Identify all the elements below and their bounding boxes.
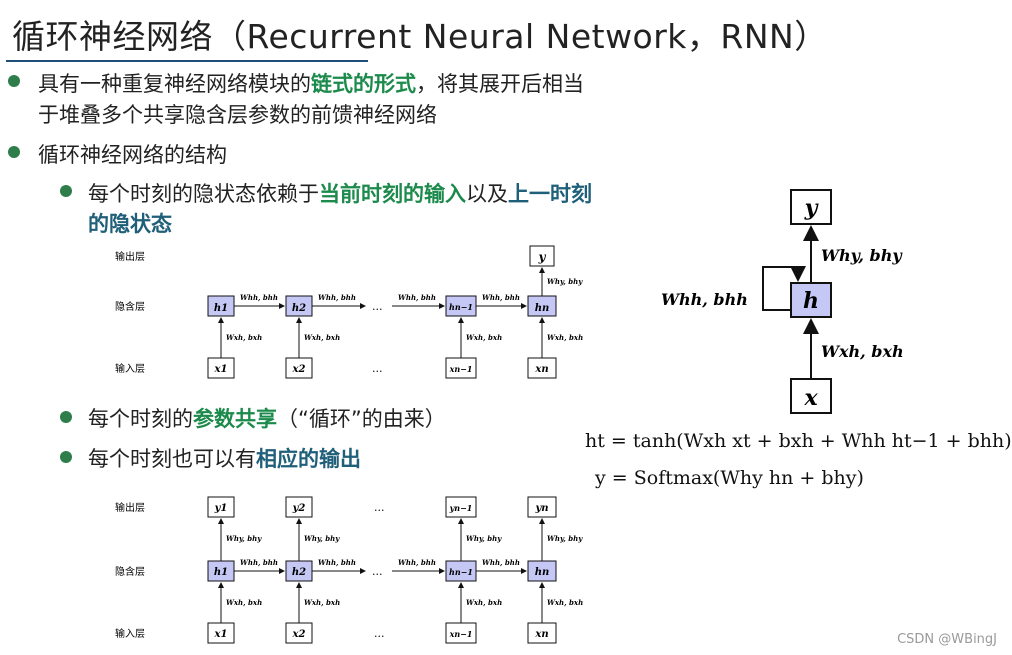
svg-text:h: h — [803, 288, 819, 314]
svg-text:Wxh, bxh: Wxh, bxh — [304, 598, 340, 607]
unrolled-rnn-diagram-single-output: 输出层 隐含层 输入层 y h1 h2 hn−1 hn x1 x2 xn−1 x… — [115, 245, 583, 379]
svg-text:h2: h2 — [292, 567, 306, 578]
svg-text:...: ... — [374, 501, 385, 514]
svg-text:x: x — [803, 385, 818, 411]
page-title: 循环神经网络（Recurrent Neural Network，RNN） — [12, 17, 828, 56]
svg-text:Wxh, bxh: Wxh, bxh — [821, 342, 904, 361]
folded-rnn-diagram: y h x Why, bhy Whh, bhh Wxh, bxh — [661, 189, 904, 414]
svg-text:Whh, bhh: Whh, bhh — [240, 293, 278, 302]
output-node-y1 — [207, 496, 235, 518]
formula-output: y = Softmax(Why hn + bhy) — [595, 467, 864, 489]
svg-text:xn: xn — [534, 629, 548, 640]
svg-text:...: ... — [374, 627, 385, 640]
svg-text:Wxh, bxh: Wxh, bxh — [547, 333, 583, 342]
svg-text:Whh, bhh: Whh, bhh — [318, 293, 356, 302]
svg-text:Why, bhy: Why, bhy — [226, 534, 262, 543]
bullet-dot-5 — [60, 451, 72, 463]
svg-text:输出层: 输出层 — [115, 501, 145, 514]
formula-hidden-state: ht = tanh(Wxh xt + bxh + Whh ht−1 + bhh) — [585, 430, 1012, 452]
layer-label-input: 输入层 — [115, 362, 145, 375]
output-node-y2 — [285, 496, 313, 518]
svg-text:Why, bhy: Why, bhy — [547, 277, 583, 286]
bullet-dot-4 — [60, 411, 72, 423]
layer-label-hidden: 隐含层 — [115, 300, 145, 313]
bullet-2: 循环神经网络的结构 — [38, 143, 227, 167]
svg-text:Whh, bhh: Whh, bhh — [398, 558, 436, 567]
svg-text:Whh, bhh: Whh, bhh — [240, 558, 278, 567]
svg-text:y2: y2 — [292, 503, 306, 514]
svg-text:h2: h2 — [292, 303, 306, 314]
highlight-param-sharing: 参数共享 — [193, 407, 277, 431]
highlight-chain-form: 链式的形式 — [311, 72, 416, 96]
svg-text:x1: x1 — [214, 629, 228, 640]
unrolled-rnn-diagram-per-step-output: 输出层 隐含层 输入层 y1 y2 ... yn−1 yn h1 h2 hn−1… — [115, 496, 583, 644]
svg-text:hn: hn — [535, 567, 550, 578]
svg-text:h1: h1 — [214, 567, 228, 578]
highlight-previous-step: 上一时刻 — [508, 182, 592, 206]
folded-input-node — [790, 378, 832, 414]
svg-text:隐含层: 隐含层 — [115, 565, 145, 578]
svg-text:Whh, bhh: Whh, bhh — [482, 293, 520, 302]
svg-text:Why, bhy: Why, bhy — [547, 534, 583, 543]
svg-text:Wxh, bxh: Wxh, bxh — [466, 598, 502, 607]
svg-text:Whh, bhh: Whh, bhh — [482, 558, 520, 567]
svg-text:Why, bhy: Why, bhy — [466, 534, 502, 543]
svg-text:hn−1: hn−1 — [449, 302, 473, 312]
bullet-5: 每个时刻也可以有相应的输出 — [88, 447, 361, 471]
bullet-dot-1 — [8, 75, 20, 87]
svg-text:x2: x2 — [292, 364, 306, 375]
svg-text:Why, bhy: Why, bhy — [821, 246, 903, 265]
svg-text:yn: yn — [534, 503, 548, 514]
title-divider — [6, 60, 368, 62]
layer-label-output: 输出层 — [115, 250, 145, 263]
svg-text:Wxh, bxh: Wxh, bxh — [226, 598, 262, 607]
svg-text:xn−1: xn−1 — [449, 629, 473, 639]
svg-text:x2: x2 — [292, 629, 306, 640]
folded-output-node — [790, 189, 832, 225]
highlight-corresponding-output: 相应的输出 — [256, 447, 361, 471]
svg-text:yn−1: yn−1 — [449, 503, 473, 513]
svg-text:Wxh, bxh: Wxh, bxh — [226, 333, 262, 342]
svg-text:Wxh, bxh: Wxh, bxh — [304, 333, 340, 342]
bullet-4: 每个时刻的参数共享（“循环”的由来） — [88, 407, 446, 431]
highlight-current-input: 当前时刻的输入 — [319, 182, 466, 206]
svg-text:hn−1: hn−1 — [449, 567, 473, 577]
svg-text:Whh, bhh: Whh, bhh — [661, 290, 748, 309]
svg-text:Why, bhy: Why, bhy — [304, 534, 340, 543]
output-node-yn-1 — [445, 496, 477, 518]
svg-text:Whh, bhh: Whh, bhh — [398, 293, 436, 302]
svg-text:y: y — [804, 195, 820, 221]
bullet-3-line-2: 的隐状态 — [88, 212, 172, 236]
svg-text:...: ... — [372, 565, 383, 578]
svg-text:y: y — [538, 250, 547, 264]
svg-text:Wxh, bxh: Wxh, bxh — [466, 333, 502, 342]
output-node-yn — [527, 496, 557, 518]
bullet-dot-2 — [8, 146, 20, 158]
bullet-dot-3 — [60, 185, 72, 197]
ellipsis: ... — [372, 300, 383, 313]
svg-text:xn: xn — [534, 364, 548, 375]
svg-text:hn: hn — [535, 303, 550, 314]
svg-text:y1: y1 — [214, 503, 228, 514]
bullet-1-line-1: 具有一种重复神经网络模块的链式的形式，将其展开后相当 — [38, 72, 584, 96]
bullet-3-line-1: 每个时刻的隐状态依赖于当前时刻的输入以及上一时刻 — [88, 182, 592, 206]
output-node-y — [529, 245, 555, 267]
watermark: CSDN @WBingJ — [897, 632, 997, 647]
svg-text:Whh, bhh: Whh, bhh — [318, 558, 356, 567]
svg-text:h1: h1 — [214, 303, 228, 314]
svg-text:x1: x1 — [214, 364, 228, 375]
bullet-1-line-2: 于堆叠多个共享隐含层参数的前馈神经网络 — [38, 103, 437, 127]
svg-text:Wxh, bxh: Wxh, bxh — [547, 598, 583, 607]
svg-text:...: ... — [372, 362, 383, 375]
svg-text:xn−1: xn−1 — [449, 364, 473, 374]
svg-text:输入层: 输入层 — [115, 627, 145, 640]
